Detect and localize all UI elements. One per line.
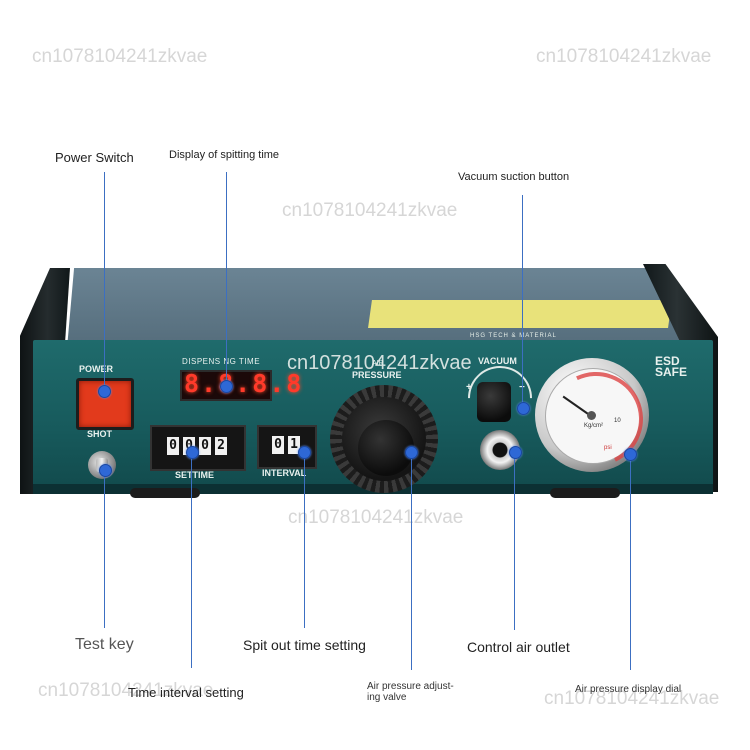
callout-test-key: Test key [75, 636, 134, 653]
gauge-psi-label: psi [604, 445, 612, 451]
device-foot [130, 488, 200, 498]
watermark: cn1078104241zkvae [544, 688, 720, 709]
air-label: AIR [372, 360, 384, 367]
vacuum-label: VACUUM [478, 356, 517, 366]
callout-line-display [226, 172, 227, 387]
watermark: cn1078104241zkvae [38, 680, 214, 701]
esd-safe-label: SAFE [655, 365, 688, 379]
watermark: cn1078104241zkvae [288, 507, 464, 528]
brand-strip: HSG TECH & MATERIAL [470, 333, 557, 339]
callout-dot-pressure [405, 446, 418, 459]
watermark: cn1078104241zkvae [282, 200, 458, 221]
callout-line-gauge [630, 454, 631, 670]
callout-time-interval-setting: Time interval setting [128, 685, 244, 700]
callout-dot-test-key [99, 464, 112, 477]
callout-control-air-outlet: Control air outlet [467, 639, 570, 655]
callout-line-power [104, 172, 105, 388]
pressure-label: PRESSURE [352, 370, 402, 380]
settime-thumbwheel[interactable] [150, 425, 246, 471]
led-display-value: 8.8.8.8 [184, 369, 304, 398]
callout-line-outlet [514, 452, 515, 630]
callout-spit-out-time-setting: Spit out time setting [243, 637, 366, 653]
callout-dot-settime [298, 446, 311, 459]
esd-label: ESD [655, 354, 680, 368]
callout-line-test-key [104, 468, 105, 628]
callout-dot-gauge [624, 448, 637, 461]
pressure-knob-cap [358, 420, 414, 476]
settime-digit[interactable]: 0 [167, 437, 179, 455]
callout-dot-outlet [509, 446, 522, 459]
settime-digit[interactable]: 2 [215, 437, 227, 455]
callout-line-vacuum [522, 195, 523, 405]
callout-line-interval [191, 452, 192, 668]
callout-display-of-spitting-time: Display of spitting time [169, 149, 280, 161]
device-foot [550, 488, 620, 498]
callout-vacuum-suction-button: Vacuum suction button [458, 171, 570, 183]
interval-digit[interactable]: 0 [272, 436, 284, 454]
watermark: cn1078104241zkvae [32, 46, 208, 67]
interval-label: INTERVAL [262, 468, 307, 478]
callout-power-switch: Power Switch [55, 150, 134, 165]
callout-dot-display [220, 380, 233, 393]
watermark: cn1078104241zkvae [536, 46, 712, 67]
interval-digit[interactable]: 1 [288, 436, 300, 454]
callout-line-pressure [411, 452, 412, 670]
gauge-scale-max: 10 [614, 418, 621, 424]
callout-air-pressure-valve-line2: ing valve [367, 692, 407, 703]
gauge-hub [587, 411, 596, 420]
shot-label: SHOT [87, 429, 113, 439]
gauge-unit: Kg/cm² [584, 423, 604, 429]
callout-line-settime [304, 452, 305, 628]
callout-air-pressure-display-dial: Air pressure display dial [575, 684, 682, 695]
power-label: POWER [79, 364, 114, 374]
vacuum-minus-sign: − [519, 382, 525, 393]
warning-sticker [368, 300, 672, 328]
dispensing-time-label: DISPENS NG TIME [182, 357, 261, 366]
callout-dot-interval [186, 446, 199, 459]
callout-dot-power [98, 385, 111, 398]
watermark: cn1078104241zkvae [287, 352, 472, 374]
callout-air-pressure-valve-line1: Air pressure adjust- [367, 681, 454, 692]
settime-label: SETTIME [175, 470, 215, 480]
vacuum-plus-sign: + [466, 382, 472, 393]
vacuum-suction-knob[interactable] [477, 382, 511, 422]
settime-digit[interactable]: 0 [199, 437, 211, 455]
callout-dot-vacuum [517, 402, 530, 415]
